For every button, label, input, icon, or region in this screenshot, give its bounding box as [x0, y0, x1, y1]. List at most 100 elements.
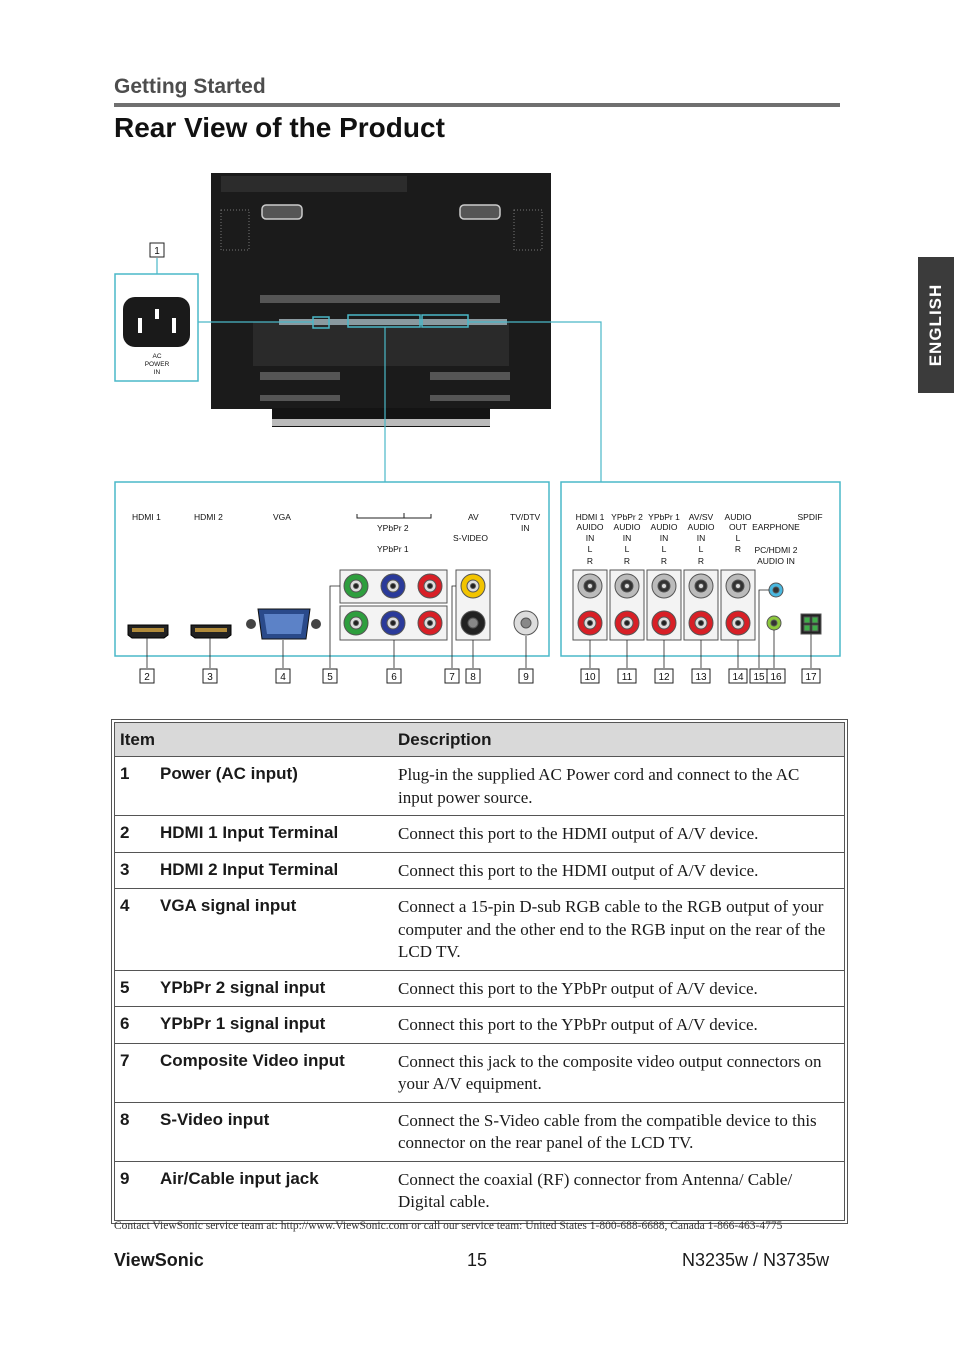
- item-description: Connect this port to the HDMI output of …: [393, 851, 844, 889]
- page-title: Rear View of the Product: [114, 112, 445, 143]
- audio-col-label: L: [625, 544, 630, 554]
- item-name: VGA signal input: [155, 888, 393, 970]
- audio-col-label: IN: [586, 533, 595, 543]
- callout-number: 9: [523, 672, 529, 683]
- item-number: 5: [115, 969, 155, 1007]
- description-header: Description: [393, 723, 844, 757]
- audio-col-label: R: [587, 556, 593, 566]
- item-description: Plug-in the supplied AC Power cord and c…: [393, 756, 844, 816]
- section-divider: [114, 103, 840, 107]
- audio-col-label: R: [624, 556, 630, 566]
- hdmi2-label: HDMI 2: [194, 512, 223, 522]
- audio-out-label: R: [735, 544, 741, 554]
- audio-col-label: AUDIO: [651, 522, 678, 532]
- footer-brand: ViewSonic: [114, 1250, 204, 1270]
- callout-number: 5: [327, 672, 333, 683]
- hdmi1-label: HDMI 1: [132, 512, 161, 522]
- right-port-panel: HDMI 1 AUIDO IN L R YPbPr 2 AUDIO IN L R…: [560, 481, 841, 684]
- item-description: Connect this port to the YPbPr output of…: [393, 969, 844, 1007]
- item-name: Composite Video input: [155, 1042, 393, 1102]
- item-number: 2: [115, 815, 155, 852]
- callout-number: 15: [753, 672, 765, 683]
- tv-rear-image: [211, 173, 551, 427]
- audio-col-label: AUDIO: [614, 522, 641, 532]
- audio-col-label: R: [661, 556, 667, 566]
- right-callout-numbers: 10 11 12 13 14 15 16 17: [580, 668, 821, 684]
- item-description: Connect this jack to the composite video…: [393, 1042, 844, 1102]
- callout-number: 11: [622, 672, 633, 683]
- item-description: Connect this port to the YPbPr output of…: [393, 1006, 844, 1043]
- footer-contact: Contact ViewSonic service team at: http:…: [114, 1220, 783, 1232]
- item-description: Connect the S-Video cable from the compa…: [393, 1101, 844, 1161]
- callout-lines: [156, 258, 602, 482]
- callout-number: 10: [584, 672, 596, 683]
- callout-number: 13: [695, 672, 707, 683]
- rear-view-diagram: 1 AC POWER IN HDMI 1 HDMI 2 VGA YPbPr 2 …: [114, 173, 841, 684]
- audio-out-label: AUDIO: [725, 512, 752, 522]
- ypbpr1-label: YPbPr 1: [377, 544, 409, 554]
- footer-model: N3235w / N3735w: [682, 1250, 830, 1270]
- power-label-line: AC: [152, 353, 161, 360]
- audio-col-label: L: [588, 544, 593, 554]
- audio-col-label: IN: [623, 533, 632, 543]
- item-number: 6: [115, 1006, 155, 1043]
- vga-port: [246, 608, 321, 640]
- page-number: 15: [467, 1250, 488, 1270]
- left-port-panel: HDMI 1 HDMI 2 VGA YPbPr 2 YPbPr 1 AV S-V…: [114, 481, 550, 684]
- callout-number: 12: [658, 672, 670, 683]
- item-name: HDMI 1 Input Terminal: [155, 815, 393, 852]
- power-label-line: IN: [154, 369, 161, 376]
- callout-number: 7: [449, 672, 455, 683]
- spdif-label: SPDIF: [797, 512, 822, 522]
- item-number: 4: [115, 888, 155, 970]
- audio-col-label: AV/SV: [689, 512, 714, 522]
- callout-number: 8: [470, 672, 476, 683]
- item-name: YPbPr 1 signal input: [155, 1006, 393, 1043]
- audio-col-label: IN: [697, 533, 706, 543]
- callout-number: 6: [391, 672, 397, 683]
- ypbpr-jacks: [339, 569, 539, 641]
- item-number: 8: [115, 1101, 155, 1161]
- pc-hdmi2-label: AUDIO IN: [757, 556, 795, 566]
- audio-col-label: IN: [660, 533, 669, 543]
- audio-col-label: AUDIO: [688, 522, 715, 532]
- audio-col-label: L: [699, 544, 704, 554]
- item-number: 7: [115, 1042, 155, 1102]
- hdmi1-port: [127, 624, 169, 639]
- item-name: HDMI 2 Input Terminal: [155, 851, 393, 889]
- audio-out-label: OUT: [729, 522, 747, 532]
- earphone-label: EARPHONE: [752, 522, 800, 532]
- ypbpr2-label: YPbPr 2: [377, 523, 409, 533]
- tvdtv-label: TV/DTV: [510, 512, 541, 522]
- table-header-row: Item Description: [115, 723, 844, 757]
- callout-number: 16: [770, 672, 782, 683]
- item-name: Air/Cable input jack: [155, 1160, 393, 1220]
- language-tab: ENGLISH: [918, 257, 954, 393]
- item-number: 9: [115, 1160, 155, 1220]
- pc-hdmi2-label: PC/HDMI 2: [755, 545, 798, 555]
- callout-number: 4: [280, 672, 286, 683]
- item-number: 3: [115, 851, 155, 889]
- item-number: 1: [115, 756, 155, 816]
- audio-col-label: YPbPr 2: [611, 512, 643, 522]
- section-title: Getting Started: [114, 75, 266, 98]
- audio-col-label: YPbPr 1: [648, 512, 680, 522]
- tvdtv-in-label: IN: [521, 523, 530, 533]
- power-label-line: POWER: [145, 361, 170, 368]
- callout-number: 17: [805, 672, 817, 683]
- audio-col-label: HDMI 1: [576, 512, 605, 522]
- item-description: Connect a 15-pin D-sub RGB cable to the …: [393, 888, 844, 970]
- audio-jacks: [572, 569, 822, 641]
- hdmi2-port: [190, 624, 232, 639]
- audio-out-label: L: [736, 533, 741, 543]
- audio-col-label: AUIDO: [577, 522, 604, 532]
- item-description: Connect this port to the HDMI output of …: [393, 815, 844, 852]
- callout-number: 2: [144, 672, 150, 683]
